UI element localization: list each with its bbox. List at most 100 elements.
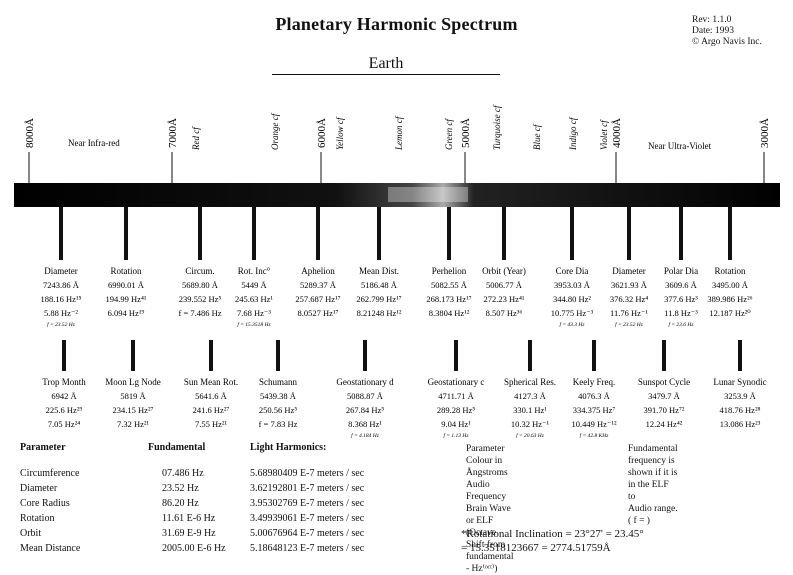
lower-block-frequency-4: 267.84 Hz⁵ xyxy=(346,405,384,415)
table-cell-parameter: Orbit xyxy=(20,528,42,539)
upper-block-wavelength-5: 5186.48 Å xyxy=(361,280,398,290)
lower-block-footnote-4: f = 4.184 Hz xyxy=(351,432,380,439)
lower-block-marker-6 xyxy=(528,340,532,371)
lower-block-fundamental-6: 10.32 Hz⁻¹ xyxy=(511,419,550,429)
upper-block-footnote-8: f = 43.3 Hz xyxy=(559,321,585,328)
upper-block-wavelength-10: 3609.6 Å xyxy=(665,280,698,290)
legend-right-line: Fundamental frequency is xyxy=(628,444,678,466)
lower-block-wavelength-2: 5641.6 Å xyxy=(195,391,228,401)
lower-block-fundamental-8: 12.24 Hz⁴² xyxy=(646,419,683,429)
wavelength-mark-0: 8000Å xyxy=(24,118,36,148)
upper-block-footnote-9: f = 23.52 Hz xyxy=(615,321,644,328)
wavelength-mark-1: 7000Å xyxy=(167,118,179,148)
color-name-5: Turquoise cf xyxy=(492,104,502,150)
lower-block-marker-8 xyxy=(662,340,666,371)
lower-block-name-6: Spherical Res. xyxy=(504,377,556,387)
wavelength-mark-4: 4000Å xyxy=(611,118,623,148)
upper-block-fundamental-0: 5.88 Hz⁻² xyxy=(44,308,78,318)
color-name-3: Lemon cf xyxy=(394,115,404,151)
table-cell-light: 5.18648123 E-7 meters / sec xyxy=(250,543,365,554)
upper-block-marker-8 xyxy=(570,207,574,260)
upper-block-name-9: Diameter xyxy=(612,266,645,276)
table-header-fundamental: Fundamental xyxy=(148,442,206,453)
lower-block-name-4: Geostationary d xyxy=(336,377,394,387)
upper-block-fundamental-11: 12.187 Hz²⁰ xyxy=(709,308,751,318)
lower-block-footnote-6: f = 20.63 Hz xyxy=(516,432,545,439)
lower-block-fundamental-3: f = 7.83 Hz xyxy=(259,419,298,429)
color-name-8: Violet cf xyxy=(599,119,609,150)
upper-block-name-11: Rotation xyxy=(715,266,746,276)
lower-block-wavelength-7: 4076.3 Å xyxy=(578,391,611,401)
lower-block-name-5: Geostationary c xyxy=(428,377,485,387)
legend-left-line: Colour in Ångstroms xyxy=(466,456,508,478)
lower-block-fundamental-2: 7.55 Hz²¹ xyxy=(195,419,227,429)
near-ultraviolet-label: Near Ultra-Violet xyxy=(648,141,712,151)
upper-block-fundamental-2: f = 7.486 Hz xyxy=(178,308,221,318)
upper-block-name-0: Diameter xyxy=(44,266,77,276)
upper-block-fundamental-5: 8.21248 Hz¹² xyxy=(357,308,402,318)
table-cell-light: 3.49939061 E-7 meters / sec xyxy=(250,513,365,524)
lower-block-name-2: Sun Mean Rot. xyxy=(184,377,238,387)
table-cell-light: 5.00676964 E-7 meters / sec xyxy=(250,528,365,539)
lower-block-frequency-7: 334.375 Hz⁷ xyxy=(573,405,616,415)
spectrum-band-highlight xyxy=(388,187,468,202)
upper-block-name-5: Mean Dist. xyxy=(359,266,399,276)
near-infrared-label: Near Infra-red xyxy=(68,138,120,148)
upper-block-name-1: Rotation xyxy=(111,266,142,276)
table-cell-parameter: Core Radius xyxy=(20,498,70,509)
upper-block-fundamental-9: 11.76 Hz⁻¹ xyxy=(610,308,648,318)
upper-block-wavelength-3: 5449 Å xyxy=(241,280,267,290)
lower-block-name-7: Keely Freq. xyxy=(573,377,616,387)
legend-left-line: Brain Wave or ELF xyxy=(466,504,511,526)
upper-block-frequency-8: 344.80 Hz² xyxy=(553,294,591,304)
upper-block-frequency-10: 377.6 Hz³ xyxy=(664,294,698,304)
upper-block-name-6: Perhelion xyxy=(432,266,467,276)
lower-block-frequency-6: 330.1 Hz¹ xyxy=(513,405,547,415)
legend-right-line: shown if it is in the ELF to xyxy=(628,468,678,502)
upper-block-marker-0 xyxy=(59,207,63,260)
table-cell-fundamental: 11.61 E-6 Hz xyxy=(162,513,216,524)
lower-block-marker-4 xyxy=(363,340,367,371)
upper-block-wavelength-7: 5006.77 Å xyxy=(486,280,523,290)
upper-block-fundamental-4: 8.0527 Hz¹⁷ xyxy=(298,308,339,318)
upper-block-wavelength-8: 3953.03 Å xyxy=(554,280,591,290)
lower-block-marker-0 xyxy=(62,340,66,371)
wavelength-mark-5: 3000Å xyxy=(759,118,771,148)
upper-block-marker-3 xyxy=(252,207,256,260)
lower-block-fundamental-1: 7.32 Hz²¹ xyxy=(117,419,149,429)
legend-left-line: Audio Frequency xyxy=(466,480,507,502)
lower-block-fundamental-4: 8.368 Hz¹ xyxy=(348,419,382,429)
table-cell-fundamental: 86.20 Hz xyxy=(162,498,199,509)
upper-block-name-8: Core Dia xyxy=(556,266,589,276)
lower-block-marker-1 xyxy=(131,340,135,371)
upper-block-wavelength-6: 5082.55 Å xyxy=(431,280,468,290)
upper-block-frequency-5: 262.799 Hz¹⁷ xyxy=(356,294,401,304)
upper-block-wavelength-9: 3621.93 Å xyxy=(611,280,648,290)
upper-block-marker-4 xyxy=(316,207,320,260)
upper-block-marker-7 xyxy=(502,207,506,260)
color-name-0: Red cf xyxy=(191,126,201,151)
upper-block-frequency-4: 257.687 Hz¹⁷ xyxy=(295,294,340,304)
table-cell-parameter: Circumference xyxy=(20,468,80,479)
table-cell-fundamental: 07.486 Hz xyxy=(162,468,204,479)
upper-block-marker-10 xyxy=(679,207,683,260)
lower-block-wavelength-5: 4711.71 Å xyxy=(438,391,474,401)
lower-block-frequency-9: 418.76 Hz²⁸ xyxy=(720,405,761,415)
table-cell-parameter: Diameter xyxy=(20,483,58,494)
upper-block-marker-5 xyxy=(377,207,381,260)
upper-block-wavelength-2: 5689.80 Å xyxy=(182,280,219,290)
revision-info: Rev: 1.1.0 Date: 1993 © Argo Navis Inc. xyxy=(692,15,762,48)
upper-block-footnote-3: f = 15.3518 Hz xyxy=(237,321,271,328)
lower-block-marker-9 xyxy=(738,340,742,371)
upper-block-wavelength-11: 3495.00 Å xyxy=(712,280,749,290)
lower-block-marker-7 xyxy=(592,340,596,371)
lower-block-frequency-2: 241.6 Hz²⁷ xyxy=(193,405,230,415)
table-cell-fundamental: 23.52 Hz xyxy=(162,483,199,494)
spectrum-band xyxy=(14,183,780,207)
lower-block-wavelength-1: 5819 Å xyxy=(120,391,146,401)
upper-block-name-3: Rot. Inc° xyxy=(238,266,271,276)
table-cell-light: 3.95302769 E-7 meters / sec xyxy=(250,498,365,509)
lower-block-frequency-3: 250.56 Hz⁵ xyxy=(259,405,297,415)
color-name-7: Indigo cf xyxy=(568,116,578,151)
lower-block-wavelength-6: 4127.3 Å xyxy=(514,391,547,401)
